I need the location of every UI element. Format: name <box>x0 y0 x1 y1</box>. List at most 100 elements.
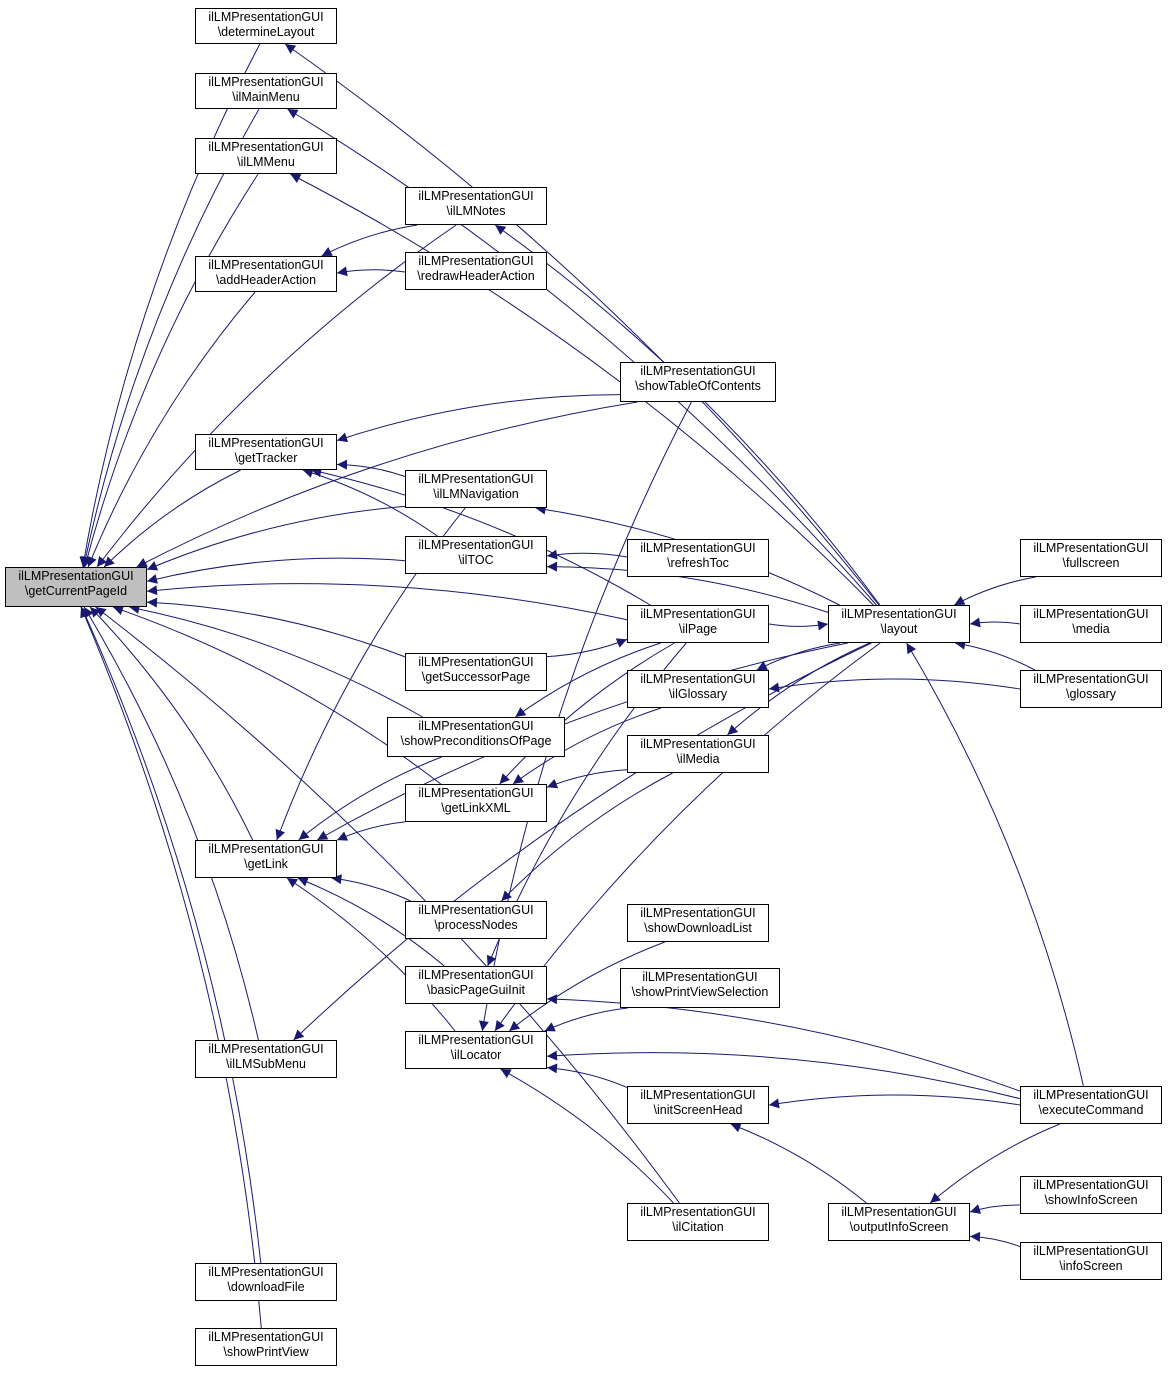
edge-layout-to-ilTOC <box>546 561 829 613</box>
node-ilCitation[interactable]: ilLMPresentationGUI\ilCitation <box>627 1203 769 1241</box>
node-method-label: \ilLMMenu <box>237 155 295 169</box>
node-infoScreen[interactable]: ilLMPresentationGUI\infoScreen <box>1020 1242 1162 1280</box>
edge-showDownloadList-to-ilLocator <box>508 941 665 1032</box>
node-refreshToc[interactable]: ilLMPresentationGUI\refreshToc <box>627 539 769 577</box>
node-getLink[interactable]: ilLMPresentationGUI\getLink <box>195 840 337 878</box>
edge-layout-to-ilLMMenu <box>290 173 874 606</box>
edge-ilPage-to-getCurrentPageId <box>146 583 628 621</box>
node-class-label: ilLMPresentationGUI <box>208 75 324 89</box>
node-method-label: \ilLMNavigation <box>433 487 519 501</box>
edge-outputInfoScreen-to-initScreenHead <box>730 1122 867 1204</box>
node-class-label: ilLMPresentationGUI <box>208 258 324 272</box>
node-showInfoScreen[interactable]: ilLMPresentationGUI\showInfoScreen <box>1020 1176 1162 1214</box>
node-class-label: ilLMPresentationGUI <box>208 1042 324 1056</box>
edge-ilLMNotes-to-getCurrentPageId <box>96 224 457 568</box>
edge-layout-to-getLink <box>316 642 848 841</box>
node-method-label: \showTableOfContents <box>635 379 761 393</box>
edge-showInfoScreen-to-outputInfoScreen <box>969 1204 1021 1214</box>
node-getLinkXML[interactable]: ilLMPresentationGUI\getLinkXML <box>405 784 547 822</box>
node-class-label: ilLMPresentationGUI <box>18 569 134 583</box>
node-method-label: \showPreconditionsOfPage <box>400 734 552 748</box>
edge-glossary-to-layout <box>955 639 1036 671</box>
node-method-label: \ilLMSubMenu <box>226 1057 306 1071</box>
edge-ilPage-to-layout <box>768 620 829 631</box>
node-ilMedia[interactable]: ilLMPresentationGUI\ilMedia <box>627 735 769 773</box>
node-class-label: ilLMPresentationGUI <box>418 1033 534 1047</box>
node-ilMainMenu[interactable]: ilLMPresentationGUI\ilMainMenu <box>195 73 337 109</box>
node-showPreconditionsOfPage[interactable]: ilLMPresentationGUI\showPreconditionsOfP… <box>387 717 565 757</box>
node-method-label: \ilMedia <box>676 752 720 766</box>
node-showPrintView[interactable]: ilLMPresentationGUI\showPrintView <box>195 1328 337 1366</box>
node-method-label: \initScreenHead <box>653 1103 743 1117</box>
node-method-label: \getCurrentPageId <box>24 584 128 598</box>
node-class-label: ilLMPresentationGUI <box>418 968 534 982</box>
node-method-label: \ilCitation <box>672 1220 724 1234</box>
node-media[interactable]: ilLMPresentationGUI\media <box>1020 605 1162 643</box>
node-initScreenHead[interactable]: ilLMPresentationGUI\initScreenHead <box>627 1086 769 1124</box>
node-class-label: ilLMPresentationGUI <box>841 1205 957 1219</box>
node-outputInfoScreen[interactable]: ilLMPresentationGUI\outputInfoScreen <box>828 1203 970 1241</box>
edge-infoScreen-to-outputInfoScreen <box>969 1231 1021 1248</box>
node-ilLMNotes[interactable]: ilLMPresentationGUI\ilLMNotes <box>405 187 547 225</box>
node-method-label: \executeCommand <box>1038 1103 1144 1117</box>
node-layout[interactable]: ilLMPresentationGUI\layout <box>828 605 970 643</box>
node-downloadFile[interactable]: ilLMPresentationGUI\downloadFile <box>195 1263 337 1301</box>
node-executeCommand[interactable]: ilLMPresentationGUI\executeCommand <box>1020 1086 1162 1124</box>
node-class-label: ilLMPresentationGUI <box>640 1088 756 1102</box>
node-getTracker[interactable]: ilLMPresentationGUI\getTracker <box>195 434 337 470</box>
node-class-label: ilLMPresentationGUI <box>642 970 758 984</box>
node-method-label: \layout <box>880 622 918 636</box>
node-ilLMMenu[interactable]: ilLMPresentationGUI\ilLMMenu <box>195 138 337 174</box>
node-class-label: ilLMPresentationGUI <box>418 254 534 268</box>
edge-executeCommand-to-layout <box>906 642 1084 1087</box>
edge-initScreenHead-to-ilLocator <box>546 1063 628 1088</box>
node-method-label: \refreshToc <box>667 556 729 570</box>
edge-layout-to-ilMainMenu <box>287 108 877 606</box>
edge-redrawHeaderAction-to-addHeaderAction <box>336 266 406 277</box>
edge-addHeaderAction-to-getCurrentPageId <box>87 291 256 568</box>
node-class-label: ilLMPresentationGUI <box>418 472 534 486</box>
node-class-label: ilLMPresentationGUI <box>208 436 324 450</box>
edge-executeCommand-to-outputInfoScreen <box>929 1123 1060 1204</box>
node-showPrintViewSelection[interactable]: ilLMPresentationGUI\showPrintViewSelecti… <box>620 968 780 1008</box>
edge-ilMedia-to-processNodes <box>501 772 673 902</box>
node-method-label: \media <box>1072 622 1110 636</box>
edge-executeCommand-to-ilLocator <box>546 1050 1021 1100</box>
node-ilLMSubMenu[interactable]: ilLMPresentationGUI\ilLMSubMenu <box>195 1040 337 1078</box>
node-ilLocator[interactable]: ilLMPresentationGUI\ilLocator <box>405 1031 547 1069</box>
node-showDownloadList[interactable]: ilLMPresentationGUI\showDownloadList <box>627 904 769 942</box>
node-class-label: ilLMPresentationGUI <box>640 607 756 621</box>
node-method-label: \ilPage <box>678 622 718 636</box>
node-method-label: \redrawHeaderAction <box>417 269 535 283</box>
node-fullscreen[interactable]: ilLMPresentationGUI\fullscreen <box>1020 539 1162 577</box>
node-determineLayout[interactable]: ilLMPresentationGUI\determineLayout <box>195 8 337 44</box>
node-class-label: ilLMPresentationGUI <box>640 672 756 686</box>
edge-showPrintViewSelection-to-ilLocator <box>544 1007 628 1032</box>
node-getCurrentPageId[interactable]: ilLMPresentationGUI\getCurrentPageId <box>5 567 147 607</box>
node-glossary[interactable]: ilLMPresentationGUI\glossary <box>1020 670 1162 708</box>
node-method-label: \getTracker <box>234 451 298 465</box>
node-method-label: \showPrintView <box>223 1345 309 1359</box>
edge-fullscreen-to-layout <box>954 576 1036 606</box>
edge-refreshToc-to-ilTOC <box>546 549 628 560</box>
node-basicPageGuiInit[interactable]: ilLMPresentationGUI\basicPageGuiInit <box>405 966 547 1004</box>
node-processNodes[interactable]: ilLMPresentationGUI\processNodes <box>405 901 547 939</box>
node-ilLMNavigation[interactable]: ilLMPresentationGUI\ilLMNavigation <box>405 470 547 508</box>
edge-ilPage-to-showPreconditionsOfPage <box>515 642 661 718</box>
node-redrawHeaderAction[interactable]: ilLMPresentationGUI\redrawHeaderAction <box>405 252 547 290</box>
node-ilTOC[interactable]: ilLMPresentationGUI\ilTOC <box>405 536 547 574</box>
node-method-label: \showDownloadList <box>644 921 752 935</box>
edge-basicPageGuiInit-to-getLink <box>297 877 445 967</box>
edge-ilLMMenu-to-getCurrentPageId <box>82 173 259 568</box>
node-ilPage[interactable]: ilLMPresentationGUI\ilPage <box>627 605 769 643</box>
node-ilGlossary[interactable]: ilLMPresentationGUI\ilGlossary <box>627 670 769 708</box>
node-addHeaderAction[interactable]: ilLMPresentationGUI\addHeaderAction <box>195 256 337 292</box>
node-showTableOfContents[interactable]: ilLMPresentationGUI\showTableOfContents <box>620 362 776 402</box>
node-getSuccessorPage[interactable]: ilLMPresentationGUI\getSuccessorPage <box>405 653 547 691</box>
node-method-label: \getLink <box>244 857 288 871</box>
edge-ilMedia-to-getLinkXML <box>546 769 628 789</box>
node-method-label: \ilLocator <box>450 1048 502 1062</box>
node-method-label: \addHeaderAction <box>215 273 317 287</box>
node-method-label: \outputInfoScreen <box>849 1220 949 1234</box>
